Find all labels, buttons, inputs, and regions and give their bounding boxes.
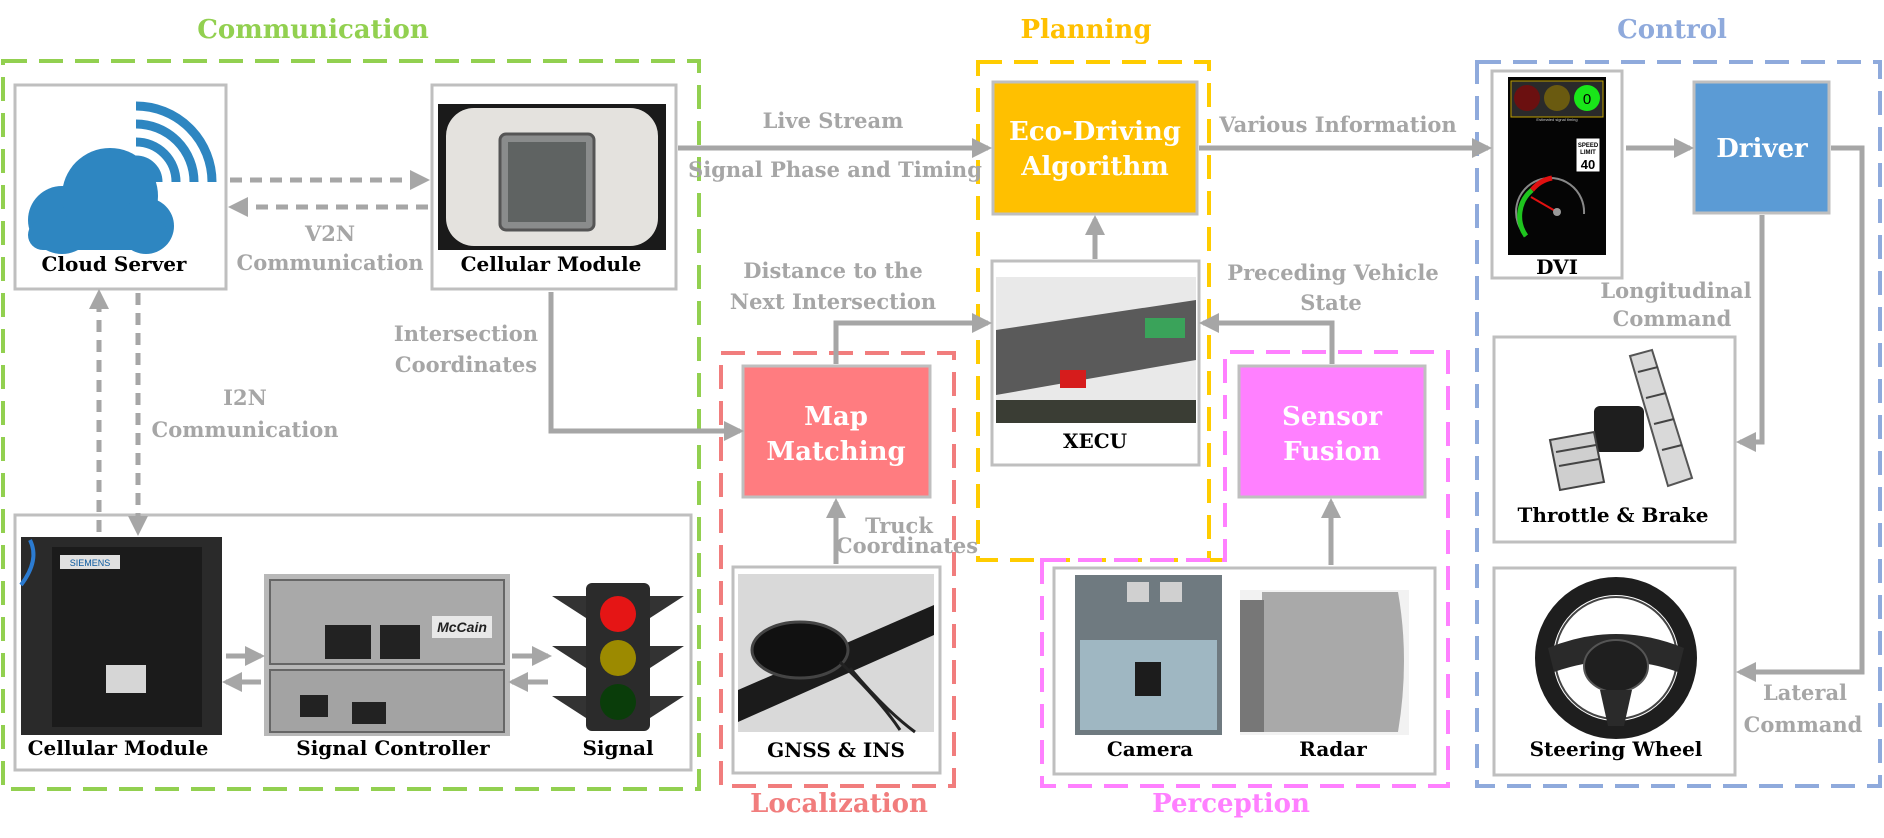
cloud-icon (28, 148, 174, 254)
throttle-brake-label: Throttle & Brake (1517, 503, 1708, 527)
map-matching-block (741, 364, 932, 499)
svg-text:40: 40 (1581, 157, 1595, 172)
traffic-light-icon (552, 583, 684, 731)
svg-text:SPEED: SPEED (1578, 143, 1599, 149)
arrow-map-to-xecu (833, 313, 992, 364)
spat-label: Signal Phase and Timing (688, 157, 982, 182)
arrow-driver-to-throttle (1736, 215, 1765, 452)
svg-text:SIEMENS: SIEMENS (70, 558, 111, 568)
sensor-fusion-block (1237, 364, 1427, 499)
control-group-frame (1475, 60, 1882, 788)
localization-title: Localization (750, 789, 928, 819)
truck-label-2: Coordinates (836, 533, 978, 558)
camera-label: Camera (1107, 737, 1193, 761)
distance-label-2: Next Intersection (730, 289, 936, 314)
cellular-module-bottom-label: Cellular Module (28, 736, 209, 760)
gnss-ins-photo (738, 574, 934, 734)
cellular-hotspot-photo (438, 104, 666, 250)
dvi-gauge-icon: 0 Estimated signal timing SPEED LIMIT 40 (1508, 77, 1606, 255)
signal-controller-photo: McCain (264, 574, 510, 736)
v2n-label-1: V2N (304, 221, 355, 246)
truck-label-1: Truck (865, 513, 933, 538)
v2n-label-2: Communication (236, 250, 423, 275)
camera-photo (1075, 575, 1222, 735)
eco-driving-label-2: Algorithm (1020, 152, 1169, 182)
signal-controller-label: Signal Controller (296, 736, 490, 760)
sensor-fusion-label-1: Sensor (1282, 402, 1382, 432)
control-title: Control (1617, 15, 1727, 45)
svg-text:0: 0 (1583, 91, 1591, 108)
svg-text:LIMIT: LIMIT (1580, 150, 1596, 156)
distance-label-1: Distance to the (743, 258, 922, 283)
preceding-label-1: Preceding Vehicle (1227, 260, 1438, 285)
radar-label: Radar (1299, 737, 1367, 761)
signal-label: Signal (582, 736, 654, 760)
longitudinal-label-2: Command (1613, 306, 1732, 331)
map-matching-label-2: Matching (766, 437, 905, 467)
arrow-intersection-coordinates (548, 292, 744, 441)
map-matching-label-1: Map (804, 402, 868, 432)
communication-title: Communication (197, 15, 429, 45)
planning-group-frame (976, 60, 1225, 562)
communication-group-frame (1, 59, 701, 791)
intersection-label-1: Intersection (394, 321, 538, 346)
cellular-module-top-label: Cellular Module (461, 252, 642, 276)
perception-title: Perception (1152, 789, 1310, 819)
xecu-label: XECU (1063, 429, 1127, 453)
cellular-module-bottom-photo: SIEMENS (19, 537, 222, 735)
eco-driving-algorithm-block (991, 80, 1199, 216)
driver-label: Driver (1716, 134, 1808, 164)
various-information-label: Various Information (1218, 112, 1456, 137)
steering-wheel-label: Steering Wheel (1530, 737, 1703, 761)
live-stream-label: Live Stream (763, 108, 904, 133)
cloud-server-label: Cloud Server (42, 252, 187, 276)
intersection-label-2: Coordinates (395, 352, 537, 377)
xecu-photo (996, 277, 1196, 423)
arrow-driver-to-steering (1736, 145, 1865, 682)
dvi-label: DVI (1536, 255, 1578, 279)
lateral-label-2: Command (1744, 712, 1863, 737)
preceding-label-2: State (1300, 290, 1362, 315)
svg-text:McCain: McCain (437, 619, 487, 635)
longitudinal-label-1: Longitudinal (1600, 278, 1751, 303)
arrow-fusion-to-xecu (1199, 313, 1335, 364)
radar-photo (1240, 590, 1409, 735)
wifi-icon (135, 101, 217, 183)
i2n-label-1: I2N (223, 385, 267, 410)
planning-title: Planning (1020, 15, 1151, 45)
svg-text:Estimated signal timing: Estimated signal timing (1536, 117, 1577, 122)
driver-block (1692, 80, 1831, 215)
i2n-label-2: Communication (151, 417, 338, 442)
steering-wheel-icon (1535, 577, 1697, 739)
lateral-label-1: Lateral (1763, 680, 1847, 705)
sensor-fusion-label-2: Fusion (1283, 437, 1381, 467)
pedal-icon (1548, 348, 1694, 492)
eco-driving-label-1: Eco-Driving (1009, 117, 1181, 147)
perception-group-frame (1040, 350, 1450, 788)
gnss-ins-label: GNSS & INS (767, 738, 905, 762)
